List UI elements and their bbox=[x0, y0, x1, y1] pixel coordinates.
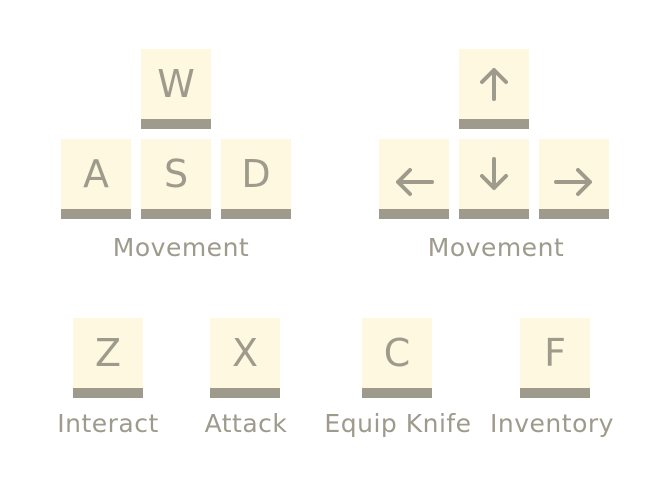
attack-label: Attack bbox=[204, 409, 288, 438]
key-z-shadow bbox=[73, 388, 143, 398]
key-w-shadow bbox=[141, 119, 211, 129]
key-s-face: S bbox=[141, 139, 211, 209]
key-f[interactable]: F bbox=[520, 318, 590, 398]
key-x-glyph: X bbox=[231, 331, 259, 375]
interact-label: Interact bbox=[57, 409, 159, 438]
key-f-face: F bbox=[520, 318, 590, 388]
equip-knife-label: Equip Knife bbox=[324, 409, 472, 438]
key-f-shadow bbox=[520, 388, 590, 398]
key-d-face: D bbox=[221, 139, 291, 209]
key-c[interactable]: C bbox=[362, 318, 432, 398]
arrow-right-icon bbox=[554, 168, 592, 196]
key-arrow-left-shadow bbox=[379, 209, 449, 219]
key-d[interactable]: D bbox=[221, 139, 291, 219]
key-a-face: A bbox=[61, 139, 131, 209]
key-s[interactable]: S bbox=[141, 139, 211, 219]
key-c-face: C bbox=[362, 318, 432, 388]
key-s-glyph: S bbox=[163, 152, 189, 196]
key-z-face: Z bbox=[73, 318, 143, 388]
arrows-movement-label: Movement bbox=[427, 233, 565, 262]
key-z-glyph: Z bbox=[94, 331, 122, 375]
arrow-up-icon bbox=[480, 68, 508, 101]
key-arrow-right-shadow bbox=[539, 209, 609, 219]
key-arrow-up-face bbox=[459, 49, 529, 119]
key-a[interactable]: A bbox=[61, 139, 131, 219]
key-arrow-left[interactable] bbox=[379, 139, 449, 219]
key-arrow-up[interactable] bbox=[459, 49, 529, 129]
key-arrow-right[interactable] bbox=[539, 139, 609, 219]
key-a-glyph: A bbox=[83, 152, 109, 196]
key-w[interactable]: W bbox=[141, 49, 211, 129]
key-d-shadow bbox=[221, 209, 291, 219]
key-arrow-left-face bbox=[379, 139, 449, 209]
key-arrow-up-shadow bbox=[459, 119, 529, 129]
key-f-glyph: F bbox=[544, 331, 566, 375]
key-arrow-down[interactable] bbox=[459, 139, 529, 219]
wasd-movement-label: Movement bbox=[112, 233, 250, 262]
key-arrow-right-face bbox=[539, 139, 609, 209]
inventory-label: Inventory bbox=[490, 409, 614, 438]
key-d-glyph: D bbox=[241, 152, 271, 196]
key-w-glyph: W bbox=[157, 62, 195, 106]
key-z[interactable]: Z bbox=[73, 318, 143, 398]
key-arrow-down-shadow bbox=[459, 209, 529, 219]
key-a-shadow bbox=[61, 209, 131, 219]
arrow-down-icon bbox=[480, 157, 508, 190]
key-x-shadow bbox=[210, 388, 280, 398]
key-x[interactable]: X bbox=[210, 318, 280, 398]
arrow-left-icon bbox=[396, 168, 434, 196]
key-w-face: W bbox=[141, 49, 211, 119]
key-c-glyph: C bbox=[383, 331, 411, 375]
key-x-face: X bbox=[210, 318, 280, 388]
key-s-shadow bbox=[141, 209, 211, 219]
key-arrow-down-face bbox=[459, 139, 529, 209]
key-c-shadow bbox=[362, 388, 432, 398]
